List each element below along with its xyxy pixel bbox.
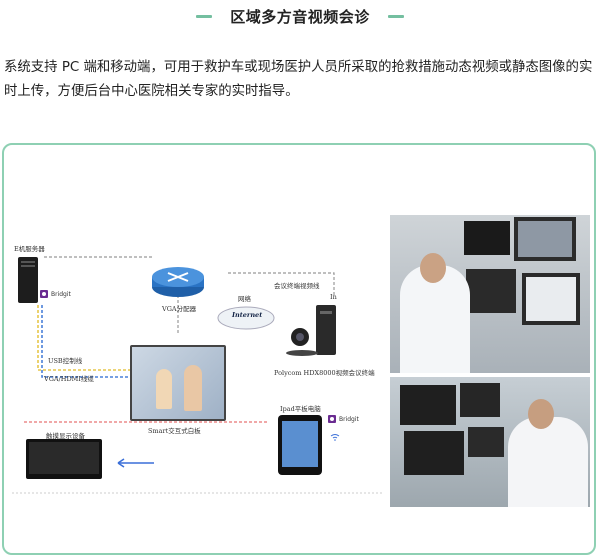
vga-label: VGA分配器 [162,305,197,313]
network-label: 网络 [238,295,251,303]
bridgit-icon [328,415,336,423]
bridgit-icon [40,290,48,298]
connection-lines [12,256,384,494]
section-title: 区域多方音视频会诊 [230,7,370,26]
ipad-icon [278,415,322,475]
bridgit-badge-server: Bridgit [40,290,71,298]
usb-label: USB控制线 [48,357,83,365]
touch-display-icon [26,439,102,479]
server-label: E机服务器 [14,245,45,253]
diagram-panel: E机服务器 Bridgit VGA分配器 网络 Internet 会议终端视频线… [2,143,596,555]
smartboard-label: Smart交互式白板 [148,427,201,435]
bridgit-badge-ipad: Bridgit [328,415,359,423]
polycom-label: Polycom HDX8000视频会议终端 [274,369,375,377]
ipad-label: Ipad平板电脑 [280,405,321,413]
section-header: 区域多方音视频会诊 [0,4,600,28]
internet-label: Internet [232,311,263,319]
cloud-icon [217,306,275,330]
polycom-icon [286,305,336,356]
bridgit-label: Bridgit [339,415,359,423]
smartboard-image [130,345,226,421]
doctor-workstation-photo [390,215,590,373]
section-description: 系统支持 PC 端和移动端，可用于救护车或现场医护人员所采取的抢救措施动态视频或… [4,60,593,99]
vga-hdmi-label: VGA/HDMI线缆 [44,375,94,383]
title-right-dash [387,14,404,18]
specialist-consult-photo [390,377,590,507]
bridgit-label: Bridgit [51,290,71,298]
wifi-icon [330,434,340,441]
in-label: In [330,293,337,301]
router-icon [152,267,204,297]
title-left-dash [196,14,213,18]
touch-label: 触摸显示设备 [46,432,85,440]
conf-line-label: 会议终端视频线 [274,282,320,290]
server-icon [18,257,38,303]
